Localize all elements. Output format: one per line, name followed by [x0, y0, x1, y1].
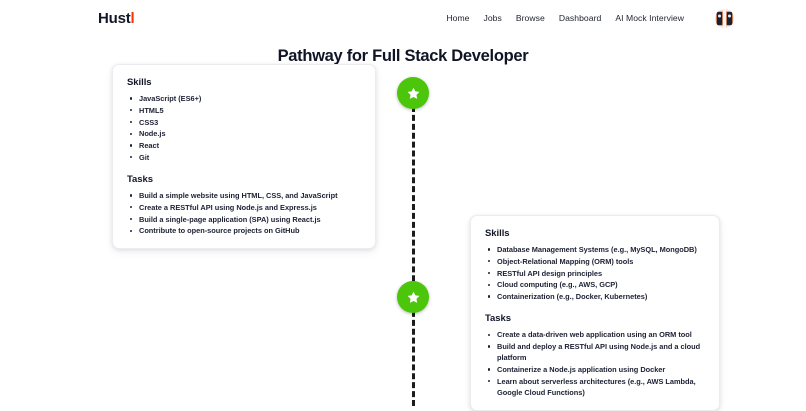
list-item: Node.js: [127, 128, 361, 139]
timeline-node-1[interactable]: [397, 77, 429, 109]
star-icon: [407, 291, 419, 303]
avatar[interactable]: [715, 8, 734, 28]
list-item: Learn about serverless architectures (e.…: [485, 376, 705, 399]
star-icon: [407, 87, 419, 99]
skills-list: Database Management Systems (e.g., MySQL…: [485, 244, 705, 302]
tasks-heading: Tasks: [127, 174, 153, 185]
skills-heading: Skills: [127, 77, 152, 88]
page-title: Pathway for Full Stack Developer: [277, 47, 529, 66]
list-item: Database Management Systems (e.g., MySQL…: [485, 244, 705, 255]
timeline-dashed-line: [412, 106, 415, 406]
nav-links: Home Jobs Browse Dashboard AI Mock Inter…: [446, 8, 734, 28]
brand-logo-main: Hust: [98, 9, 131, 27]
nav-link-dashboard[interactable]: Dashboard: [558, 13, 602, 23]
skills-heading: Skills: [485, 228, 510, 239]
list-item: Build a single-page application (SPA) us…: [127, 214, 361, 225]
tasks-list: Create a data-driven web application usi…: [485, 329, 705, 398]
pathway-card-stage-2: Skills Database Management Systems (e.g.…: [470, 215, 720, 411]
user-avatar-image-icon: [715, 8, 734, 28]
list-item: Build and deploy a RESTful API using Nod…: [485, 341, 705, 364]
skills-list: JavaScript (ES6+) HTML5 CSS3 Node.js Rea…: [127, 93, 361, 163]
brand-logo[interactable]: Hustl: [98, 11, 135, 26]
list-item: JavaScript (ES6+): [127, 93, 361, 104]
list-item: Create a data-driven web application usi…: [485, 329, 705, 340]
list-item: RESTful API design principles: [485, 268, 705, 279]
timeline-node-2[interactable]: [397, 281, 429, 313]
list-item: Containerization (e.g., Docker, Kubernet…: [485, 291, 705, 302]
nav-link-ai-mock-interview[interactable]: AI Mock Interview: [615, 13, 684, 23]
list-item: Object-Relational Mapping (ORM) tools: [485, 256, 705, 267]
nav-link-browse[interactable]: Browse: [515, 13, 545, 23]
pathway-card-stage-1: Skills JavaScript (ES6+) HTML5 CSS3 Node…: [112, 64, 376, 249]
list-item: Git: [127, 152, 361, 163]
list-item: Create a RESTful API using Node.js and E…: [127, 202, 361, 213]
list-item: Build a simple website using HTML, CSS, …: [127, 190, 361, 201]
nav-link-home[interactable]: Home: [446, 13, 470, 23]
list-item: CSS3: [127, 117, 361, 128]
brand-logo-accent: l: [130, 9, 135, 27]
list-item: Containerize a Node.js application using…: [485, 364, 705, 375]
tasks-heading: Tasks: [485, 313, 511, 325]
tasks-list: Build a simple website using HTML, CSS, …: [127, 190, 361, 237]
list-item: Cloud computing (e.g., AWS, GCP): [485, 279, 705, 290]
list-item: HTML5: [127, 105, 361, 116]
navbar: Hustl Home Jobs Browse Dashboard AI Mock…: [0, 0, 806, 36]
list-item: Contribute to open-source projects on Gi…: [127, 225, 361, 236]
list-item: React: [127, 140, 361, 151]
nav-link-jobs[interactable]: Jobs: [483, 13, 502, 23]
